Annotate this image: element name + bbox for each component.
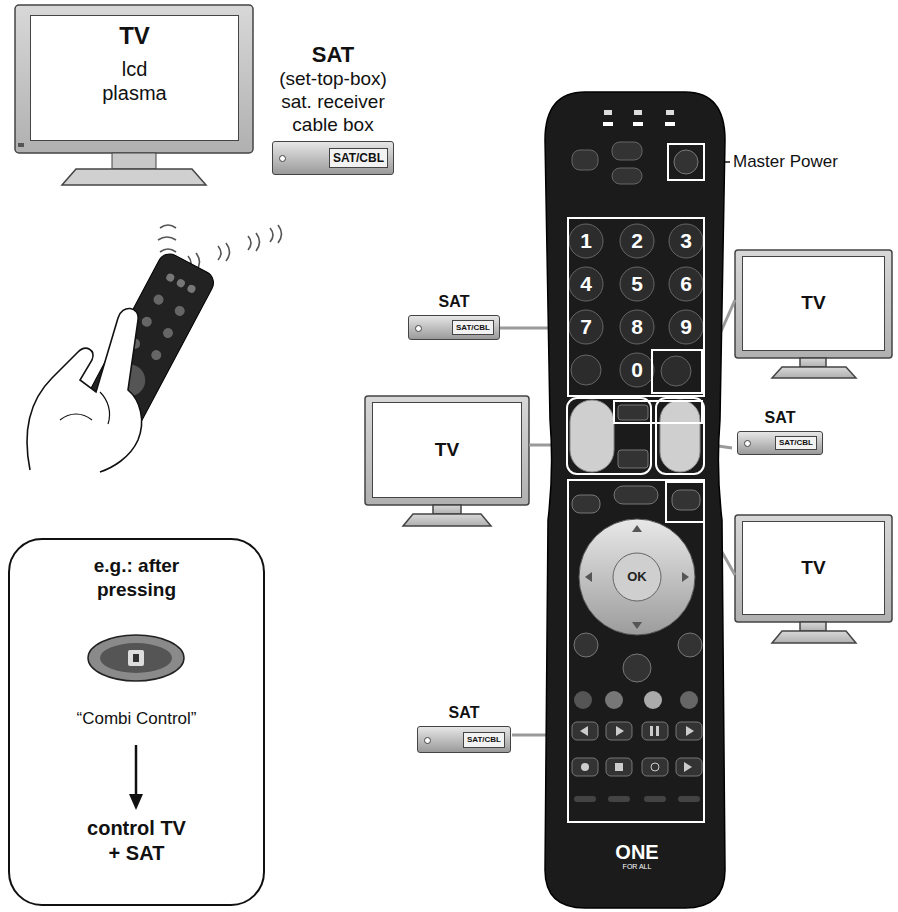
set-top-box: SAT SAT/CBL [731,408,829,455]
tv-monitor [15,5,253,185]
key-digit: 6 [680,272,692,295]
tv-screen: TV [742,256,885,351]
receiver-knob [744,440,751,447]
receiver-display: SAT/CBL [452,320,494,335]
receiver-display: SAT/CBL [775,436,817,450]
device-name: SAT [312,42,354,68]
receiver-box: SAT/CBL [272,141,394,175]
brand-logo: ONE [615,841,658,863]
callout-label: Master Power [733,153,838,172]
key-digit: 4 [580,272,592,295]
key-digit: 9 [680,315,692,338]
brand-logo: FOR ALL [623,863,652,871]
combi-text: control TV + SAT [82,816,192,866]
receiver-knob [424,737,431,744]
down-arrow [129,745,143,810]
combi-text: e.g.: after pressing [92,554,182,602]
key-digit: 8 [631,315,643,338]
combi-button-icon [88,635,184,681]
device-types: lcd plasma [95,57,175,105]
key-digit: 5 [631,272,643,295]
key-digit: 0 [631,358,643,381]
receiver-knob [279,155,286,162]
device-name: SAT [765,408,796,427]
tv-screen: TV [742,521,885,615]
device-types: (set-top-box) sat. receiver cable box [267,68,399,136]
key-digit: 1 [580,229,592,252]
receiver-display: SAT/CBL [329,148,388,168]
key-digit: 3 [680,229,692,252]
combi-text: “Combi Control” [27,708,247,729]
device-name: SAT [439,292,470,311]
device-name: TV [801,557,825,580]
key-label: OK [627,570,647,584]
receiver-knob [415,325,422,332]
set-top-box: SAT(set-top-box) sat. receiver cable box… [258,42,408,175]
box-label: SAT/CBL [779,439,813,447]
tv-screen: TV [372,402,522,498]
tv-screen: TV lcd plasma [30,15,239,141]
key-digit: 7 [580,315,592,338]
receiver-box: SAT/CBL [417,726,511,753]
receiver-display: SAT/CBL [463,732,505,748]
receiver-box: SAT/CBL [408,315,500,340]
box-label: SAT/CBL [456,324,490,332]
remote-control [545,92,725,908]
device-name: TV [119,22,150,51]
device-name: TV [801,292,825,315]
box-label: SAT/CBL [467,736,501,744]
box-label: SAT/CBL [333,152,384,164]
device-name: TV [435,439,459,462]
set-top-box: SAT SAT/CBL [404,292,504,340]
hand-with-remote [27,250,218,472]
device-name: SAT [449,703,480,722]
combi-control-panel: e.g.: after pressing “Combi Control” contr… [8,538,265,906]
key-digit: 2 [631,229,643,252]
set-top-box: SAT SAT/CBL [414,703,514,753]
receiver-box: SAT/CBL [737,431,823,455]
